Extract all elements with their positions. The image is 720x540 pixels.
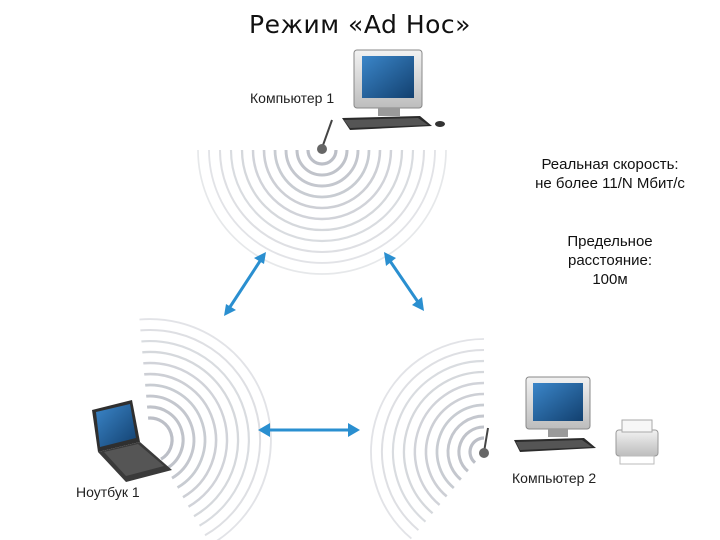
page-title: Режим «Ad Hoc» [249,10,471,39]
computer2-device [479,376,596,458]
computer2-wave-arc [424,392,485,498]
computer2-label: Компьютер 2 [512,470,597,486]
speed-note-line1: Реальная скорость: [541,156,679,173]
link-arrow-computer1-computer2 [384,252,424,311]
speed-note-line2: не более 11/N Мбит/с [535,175,685,192]
laptop1-wave-arc [142,350,240,518]
computer1-wave-arc [208,149,436,264]
computer1-wave-arc [295,149,349,177]
computer1-wave-arc [273,149,371,199]
computer2-wave-arc [391,359,485,523]
computer2-wave-arc [402,370,485,515]
computer2-wave-arc [457,425,485,473]
computer1-wave-arc [284,149,360,188]
laptop1-wave-arc [146,405,185,470]
link-arrow-computer1-laptop1 [224,252,266,316]
signal-waves-computer1 [197,149,447,275]
laptop1-wave-arc [144,372,218,499]
laptop1-wave-arc [143,361,229,508]
laptop1-wave-arc [146,394,196,480]
distance-note: Предельное расстояние: 100м [540,232,680,289]
distance-note-line1: Предельное [567,233,653,250]
computer1-label: Компьютер 1 [250,90,335,106]
computer1-wave-arc [197,149,447,275]
computer1-wave-arc [240,149,404,232]
distance-note-line2: расстояние: [567,252,653,269]
computer2-wave-arc [435,403,485,490]
computer2-wave-arc [381,349,485,531]
laptop1-wave-arc [141,339,250,527]
link-arrow-laptop1-computer2 [258,423,360,437]
computer1-wave-arc [306,149,338,166]
computer2-wave-arc [413,381,485,506]
signal-waves-computer2 [370,338,485,540]
distance-note-line3: 100м [592,271,628,288]
computer1-device [317,49,445,154]
laptop1-wave-arc [139,318,272,540]
printer-device [615,419,659,465]
computer1-wave-arc [219,149,425,253]
laptop1-label: Ноутбук 1 [76,484,140,500]
speed-note: Реальная скорость: не более 11/N Мбит/с [510,155,710,193]
laptop1-wave-arc [140,328,262,537]
laptop1-wave-arc [145,383,207,489]
laptop1-device [92,400,172,482]
computer1-wave-arc [229,149,415,243]
computer2-wave-arc [446,414,485,481]
signal-waves-laptop1 [139,318,272,540]
laptop1-wave-arc [147,416,174,461]
computer2-wave-arc [468,436,485,464]
computer1-wave-arc [262,149,382,210]
computer2-wave-arc [370,338,485,540]
computer1-wave-arc [251,149,393,221]
